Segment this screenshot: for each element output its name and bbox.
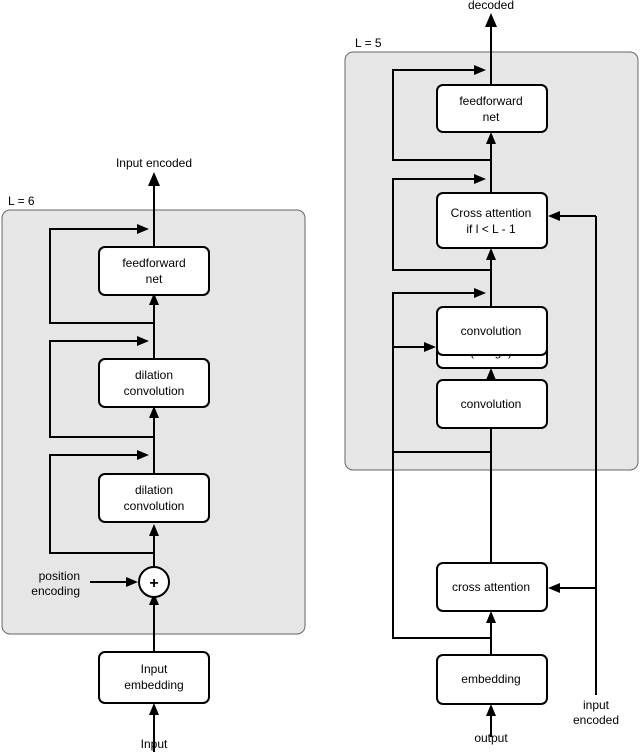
decoder-residual-1-arrowhead: [474, 288, 486, 298]
decoder-residual-3: [392, 69, 491, 161]
decoder-embedding-label: embedding: [461, 672, 520, 686]
encoder-add-arrowhead: [149, 524, 159, 536]
decoder-output-label: decoded: [468, 0, 514, 12]
position-encoding-label-1: position: [39, 569, 80, 583]
dilation-convolution-box-2: [98, 358, 210, 408]
decoder-input-arrowhead: [486, 704, 496, 716]
position-encoding-label-2: encoding: [31, 584, 80, 598]
encoder-embedding-label-2: embedding: [124, 678, 183, 692]
encoded-to-cond-attention-arrowhead: [548, 211, 560, 221]
decoder-input-label: output: [474, 731, 508, 745]
cross-attention-box: [436, 562, 548, 612]
encoder-feedforward-label-1: feedforward: [122, 256, 185, 270]
add-symbol: +: [149, 575, 158, 592]
convolution-box-1: [436, 379, 548, 429]
dilation-convolution-2-label-1: dilation: [135, 368, 173, 382]
decoder-repeat-label: L = 5: [355, 36, 382, 50]
add-node: [138, 566, 170, 598]
dilation-convolution-box-1: [98, 473, 210, 523]
convolution-1-label: convolution: [461, 397, 522, 411]
decoder-merge-skip: [392, 346, 491, 639]
dilation-convolution-2-label-2: convolution: [124, 384, 185, 398]
decoder-mid-arrowhead-3: [486, 132, 496, 144]
decoder-feedforward-box: [436, 84, 548, 133]
decoder-residual-1: [392, 292, 491, 453]
decoder-feedforward-label-1: feedforward: [459, 94, 522, 108]
encoder-residual-2: [49, 340, 154, 438]
decoder-embed-arrowhead: [486, 611, 496, 623]
encoder-input-arrowhead: [149, 703, 159, 715]
encoder-embedding-label-1: Input: [141, 662, 168, 676]
encoder-residual-1-arrowhead: [137, 450, 149, 460]
cross-attention-label: cross attention: [452, 580, 530, 594]
decoder-mid-arrowhead-1: [486, 368, 496, 380]
encoder-residual-2-arrowhead: [137, 336, 149, 346]
dilation-convolution-1-label-1: dilation: [135, 483, 173, 497]
conditional-cross-attention-label-2: if l < L - 1: [466, 222, 516, 236]
encoder-embedding-box: [98, 651, 210, 704]
encoder-embed-arrowhead: [149, 593, 159, 605]
decoder-feedforward-label-2: net: [483, 110, 500, 124]
encoder-residual-3-arrowhead: [137, 224, 149, 234]
encoder-input-label: Input: [141, 737, 168, 751]
conditional-cross-attention-label-1: Cross attention: [451, 206, 532, 220]
encoder-feedforward-box: [98, 246, 210, 296]
convolution-2-label: convolution: [461, 324, 522, 338]
encoder-repeat-label: L = 6: [8, 194, 35, 208]
decoder-residual-2-arrowhead: [474, 174, 486, 184]
decoder-merge-skip-arrowhead: [424, 342, 436, 352]
decoder-mid-arrowhead-2: [486, 248, 496, 260]
encoder-mid-arrowhead-2: [149, 293, 159, 305]
encoded-to-cross-attention-arrowhead: [548, 583, 560, 593]
encoder-feedforward-label-2: net: [146, 272, 163, 286]
decoder-embedding-box: [436, 654, 548, 705]
conditional-cross-attention-box: [436, 192, 548, 249]
dilation-convolution-1-label-2: convolution: [124, 499, 185, 513]
encoded-input-label-2: encoded: [573, 713, 619, 727]
decoder-residual-3-arrowhead: [474, 65, 486, 75]
encoder-output-arrowhead: [148, 172, 160, 186]
decoder-output-arrowhead: [485, 13, 497, 27]
encoder-mid-arrowhead-1: [149, 406, 159, 418]
encoder-output-label: Input encoded: [116, 156, 192, 170]
encoded-input-label-1: input: [583, 698, 610, 712]
convolution-box-2: [436, 306, 548, 356]
position-encoding-arrowhead: [126, 577, 138, 587]
decoder-residual-2: [392, 178, 491, 271]
encoder-residual-1: [49, 454, 154, 554]
encoder-residual-3: [49, 228, 154, 324]
